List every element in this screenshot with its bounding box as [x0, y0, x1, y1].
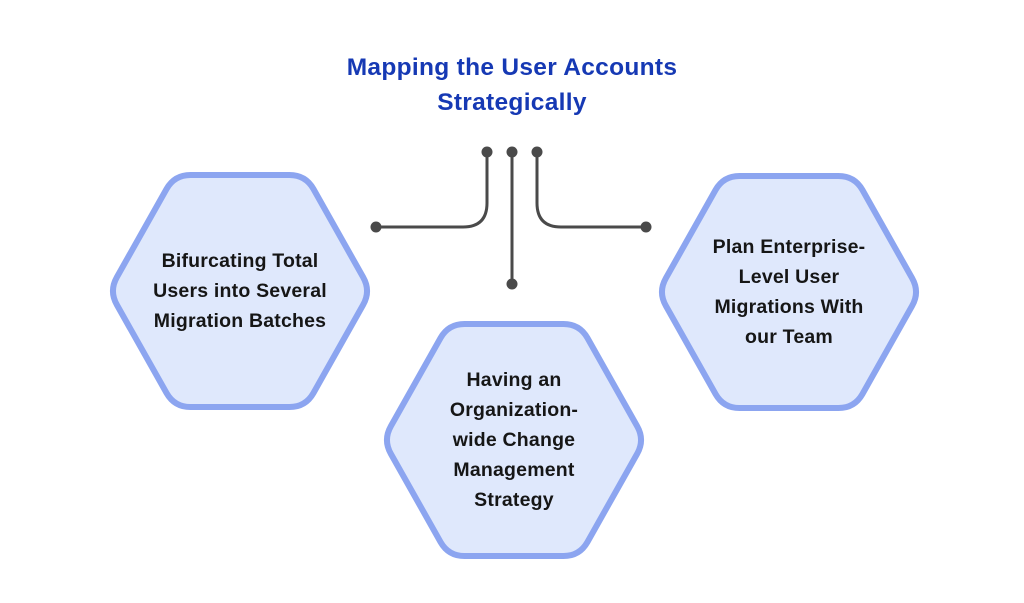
hexagon-label-line: Having an [466, 369, 562, 391]
hexagon-label-line: Organization- [449, 399, 579, 421]
hexagon-right-label: Plan Enterprise- Level User Migrations W… [654, 172, 924, 412]
hexagon-center: Having an Organization- wide Change Mana… [379, 320, 649, 560]
hexagon-right: Plan Enterprise- Level User Migrations W… [654, 172, 924, 412]
hexagon-shape-icon [109, 172, 371, 410]
hexagon-center-label: Having an Organization- wide Change Mana… [379, 320, 649, 560]
hexagon-label-line: our Team [745, 326, 833, 348]
connector-dot [531, 146, 543, 158]
hexagon-shape-icon [658, 173, 920, 411]
hexagon-label-line: Level User [738, 266, 840, 288]
diagram-title-line-2: Strategically [437, 89, 587, 116]
connector-branch-right [535, 150, 648, 229]
connector-dot [506, 278, 518, 290]
hexagon-label-line: Users into Several [153, 280, 327, 302]
diagram-title-line-1: Mapping the User Accounts [346, 54, 678, 81]
connector-dot [506, 146, 518, 158]
hexagon-label-line: wide Change [452, 429, 576, 451]
hexagon-label-line: Management [453, 459, 575, 481]
hexagon-label-line: Migrations With [714, 296, 864, 318]
diagram-title: Mapping the User Accounts Strategically [0, 50, 1024, 120]
hexagon-label-line: Strategy [474, 489, 554, 511]
hexagon-left-label: Bifurcating Total Users into Several Mig… [105, 171, 375, 411]
hexagon-label-line: Plan Enterprise- [712, 236, 866, 258]
connector-dot [370, 221, 382, 233]
hexagon-label-line: Bifurcating Total [161, 250, 319, 272]
hexagon-shape-icon [383, 321, 645, 559]
connector-dot [481, 146, 493, 158]
connector-dot [640, 221, 652, 233]
connector-branch-left [374, 150, 489, 229]
hexagon-label-line: Migration Batches [153, 310, 327, 332]
connector-lines [370, 146, 652, 290]
hexagon-left: Bifurcating Total Users into Several Mig… [105, 171, 375, 411]
